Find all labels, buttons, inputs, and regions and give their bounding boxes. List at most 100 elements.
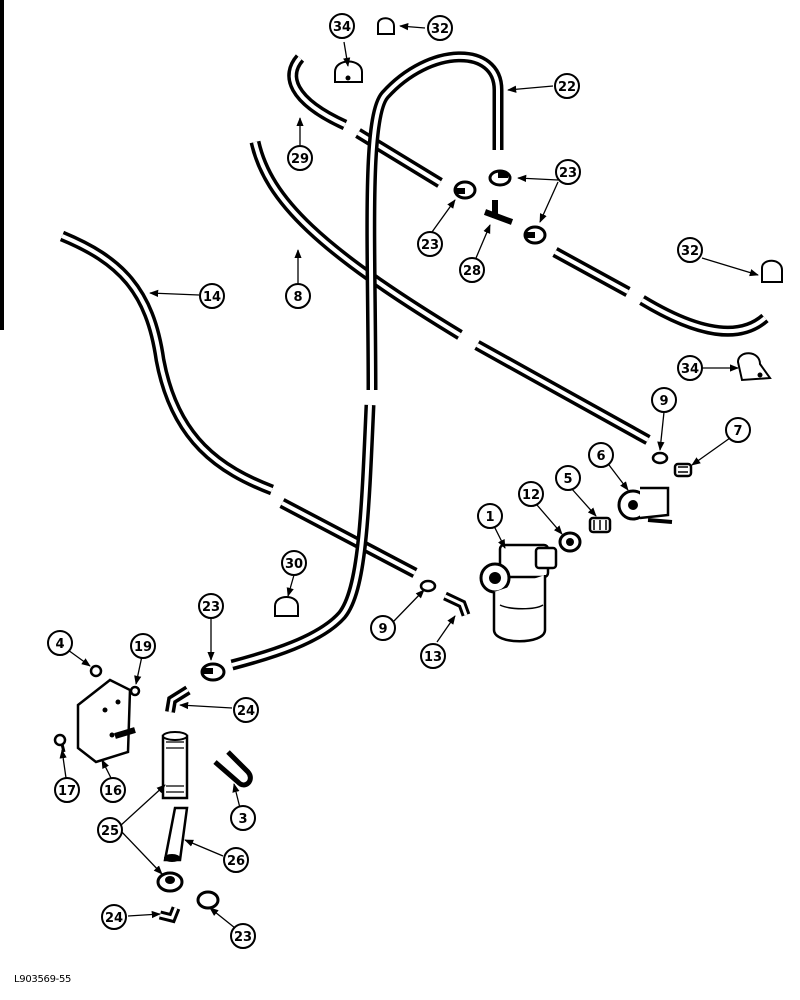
callout-23: 23 (198, 593, 224, 619)
callout-32: 32 (677, 237, 703, 263)
svg-text:12: 12 (522, 488, 540, 503)
hose-8 (249, 140, 651, 445)
callout-6: 6 (588, 442, 614, 468)
tee-fitting-28 (483, 200, 514, 225)
svg-text:28: 28 (463, 264, 481, 279)
callout-4: 4 (47, 630, 73, 656)
svg-text:16: 16 (104, 784, 122, 799)
callout-26: 26 (223, 847, 249, 873)
o-ring-9-left (419, 579, 437, 593)
svg-text:22: 22 (558, 80, 576, 95)
svg-text:3: 3 (238, 812, 247, 827)
hose-14 (59, 230, 418, 578)
svg-text:23: 23 (234, 930, 252, 945)
clamp-32-right (761, 259, 783, 283)
callout-9: 9 (370, 615, 396, 641)
hose-clamp-23-a (453, 180, 477, 200)
elbow-fitting-24-bottom (158, 906, 181, 924)
callout-34: 34 (677, 355, 703, 381)
clamp-34-right (736, 352, 772, 382)
callout-23: 23 (555, 159, 581, 185)
callout-7: 7 (725, 417, 751, 443)
shutoff-valve-6 (617, 486, 673, 524)
callout-23: 23 (417, 231, 443, 257)
svg-text:4: 4 (55, 637, 64, 652)
nozzle-26 (163, 806, 189, 862)
callout-24: 24 (101, 904, 127, 930)
svg-text:25: 25 (101, 824, 119, 839)
svg-text:5: 5 (563, 472, 572, 487)
callout-1: 1 (477, 503, 503, 529)
adapter-fitting-5 (588, 516, 612, 534)
callout-25: 25 (97, 817, 123, 843)
callout-5: 5 (555, 465, 581, 491)
mounting-bracket-16 (76, 678, 136, 764)
page-edge-mark (0, 0, 4, 330)
svg-text:34: 34 (681, 362, 699, 377)
svg-text:17: 17 (58, 784, 76, 799)
svg-text:30: 30 (285, 557, 303, 572)
callout-8: 8 (285, 283, 311, 309)
figure-id-label: L903569-55 (14, 974, 72, 985)
callout-9: 9 (651, 387, 677, 413)
callout-17: 17 (54, 777, 80, 803)
callout-12: 12 (518, 481, 544, 507)
bushing-12 (558, 531, 582, 553)
callout-16: 16 (100, 777, 126, 803)
hose-clamp-23-bottom (196, 890, 220, 910)
swivel-fitting-25 (156, 871, 184, 893)
svg-text:9: 9 (378, 622, 387, 637)
svg-text:23: 23 (559, 166, 577, 181)
pipe-nipple-25 (161, 731, 189, 800)
hose-22 (230, 51, 504, 671)
hose-clamp-23-lower (200, 662, 226, 682)
nut-19 (129, 685, 141, 697)
svg-text:8: 8 (293, 290, 302, 305)
svg-text:23: 23 (202, 600, 220, 615)
callout-24: 24 (233, 697, 259, 723)
elbow-fitting-7 (673, 462, 693, 478)
hose-right (552, 247, 769, 337)
hose-29 (287, 54, 443, 188)
svg-text:34: 34 (333, 20, 351, 35)
callout-29: 29 (287, 145, 313, 171)
svg-text:32: 32 (431, 22, 449, 37)
callout-30: 30 (281, 550, 307, 576)
clamp-32-top (377, 17, 395, 35)
svg-text:13: 13 (424, 650, 442, 665)
hose-clamp-23-b (488, 169, 512, 187)
clamp-30 (274, 596, 299, 617)
svg-text:29: 29 (291, 152, 309, 167)
svg-text:32: 32 (681, 244, 699, 259)
o-ring-9-right (651, 451, 669, 465)
svg-text:23: 23 (421, 238, 439, 253)
svg-text:14: 14 (203, 290, 221, 305)
bolt-17 (53, 733, 67, 753)
svg-text:24: 24 (237, 704, 255, 719)
callout-13: 13 (420, 643, 446, 669)
callout-3: 3 (230, 805, 256, 831)
callout-28: 28 (459, 257, 485, 283)
elbow-fitting-13 (443, 591, 471, 617)
callout-23: 23 (230, 923, 256, 949)
strainer-filter-1 (479, 543, 558, 643)
callout-22: 22 (554, 73, 580, 99)
u-bolt-3 (213, 750, 253, 788)
svg-text:6: 6 (596, 449, 605, 464)
svg-text:7: 7 (733, 424, 742, 439)
leader-lines (59, 23, 759, 929)
hose-clamp-23-c (523, 225, 547, 245)
svg-text:24: 24 (105, 911, 123, 926)
clamp-34-top (334, 60, 363, 83)
callout-14: 14 (199, 283, 225, 309)
callout-32: 32 (427, 15, 453, 41)
callout-34: 34 (329, 13, 355, 39)
nut-4 (89, 664, 103, 678)
svg-text:26: 26 (227, 854, 245, 869)
svg-text:9: 9 (659, 394, 668, 409)
callout-19: 19 (130, 633, 156, 659)
elbow-fitting-24 (165, 685, 191, 713)
svg-text:1: 1 (485, 510, 494, 525)
svg-text:19: 19 (134, 640, 152, 655)
